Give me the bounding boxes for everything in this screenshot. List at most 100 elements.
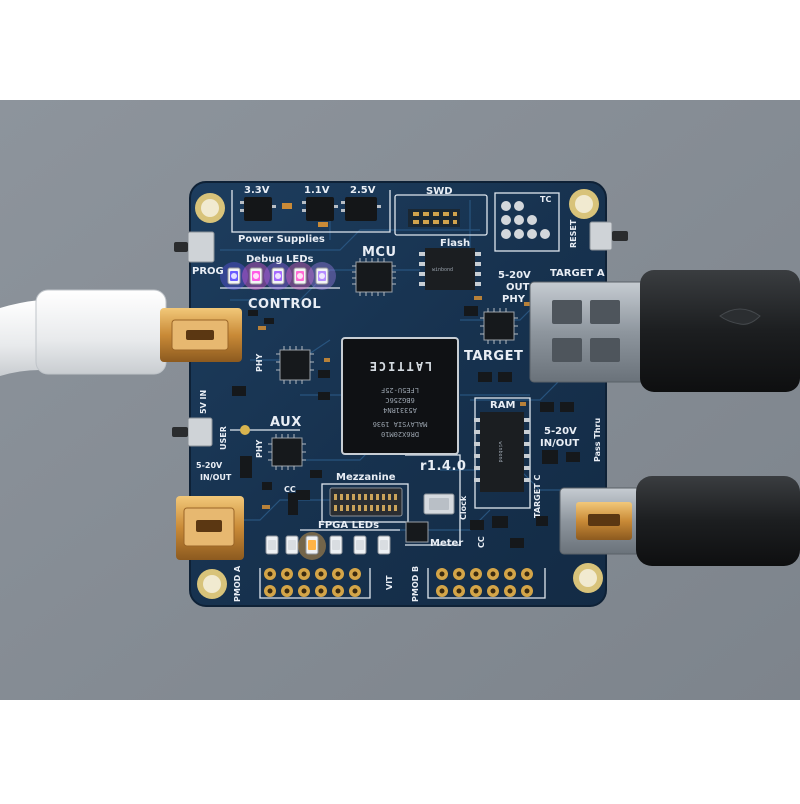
pmod-pin	[332, 568, 344, 580]
label-cc-aux: CC	[284, 485, 296, 494]
fpga-marking-4: 6BG256C	[385, 396, 415, 404]
debug-led	[308, 262, 336, 290]
pmod-pin	[298, 585, 310, 597]
label-swd: SWD	[426, 186, 453, 197]
pmod-pin	[281, 568, 293, 580]
mounting-hole	[195, 189, 603, 599]
power-regulators	[240, 197, 381, 227]
pmod-b-header	[436, 568, 533, 597]
pmod-pin	[453, 585, 465, 597]
label-out: OUT	[506, 282, 530, 293]
pmod-pin	[521, 585, 533, 597]
pmod-pin	[349, 585, 361, 597]
ram-chip: winbond	[474, 412, 530, 492]
pmod-pin	[470, 585, 482, 597]
label-fpga-leds: FPGA LEDs	[318, 520, 379, 531]
fpga-led	[377, 535, 391, 555]
label-phy-target: PHY	[502, 294, 526, 305]
label-reset: RESET	[569, 219, 578, 248]
label-flash: Flash	[440, 238, 470, 249]
pmod-pin	[436, 585, 448, 597]
reset-button[interactable]	[589, 221, 628, 251]
debug-led	[286, 262, 314, 290]
fpga-led	[265, 535, 279, 555]
label-pmod-b: PMOD B	[411, 566, 420, 602]
label-control: CONTROL	[248, 297, 321, 312]
debug-leds	[220, 262, 336, 290]
fpga-marking-3: A5331RN4	[383, 406, 417, 414]
label-cc-target: CC	[477, 536, 486, 548]
fpga-marking-2: MALAYSIA 1936	[373, 420, 428, 428]
label-2v5: 2.5V	[350, 185, 376, 196]
ram-marking: winbond	[497, 441, 503, 462]
flash-marking: winbond	[432, 267, 453, 273]
label-revision: r1.4.0	[420, 459, 466, 474]
label-aux-voltage: 5-20V	[196, 461, 223, 470]
tc-pads	[501, 201, 550, 239]
pmod-pin	[487, 585, 499, 597]
pmod-pin	[436, 568, 448, 580]
label-ram: RAM	[490, 400, 515, 411]
label-inout-voltage: 5-20V	[544, 426, 577, 437]
fpga-led	[298, 532, 326, 560]
label-3v3: 3.3V	[244, 185, 270, 196]
label-prog: PROG	[192, 266, 224, 277]
target-a-usb-cable	[529, 270, 800, 392]
clock-crystal	[423, 493, 455, 515]
target-c-usb-cable	[559, 476, 800, 566]
fpga-marking-5: LFE5U-25F	[381, 386, 419, 394]
pmod-pin	[264, 568, 276, 580]
pmod-a-header	[264, 568, 361, 597]
label-phy-control: PHY	[255, 439, 264, 458]
label-user: USER	[219, 426, 228, 450]
flash-chip: winbond	[419, 248, 481, 290]
control-usb-c-cable	[0, 289, 242, 376]
label-inout: IN/OUT	[540, 438, 579, 449]
swd-header	[408, 209, 460, 227]
label-5v-in: 5V IN	[199, 390, 208, 414]
fpga-leds	[265, 532, 391, 560]
label-phy-aux: PHY	[255, 353, 264, 372]
pmod-pin	[521, 568, 533, 580]
mezzanine-connector	[329, 487, 403, 517]
label-vit: VIT	[385, 575, 394, 590]
fpga-chip: DR6X20M10 MALAYSIA 1936 A5331RN4 6BG256C…	[341, 337, 459, 455]
pmod-pin	[349, 568, 361, 580]
pmod-pin	[470, 568, 482, 580]
label-debug-leds: Debug LEDs	[246, 254, 314, 265]
pmod-pin	[504, 568, 516, 580]
prog-button[interactable]	[174, 231, 215, 263]
fpga-brand: LATTICE	[368, 359, 433, 373]
user-button[interactable]	[172, 417, 213, 447]
fpga-marking-1: DR6X20M10	[381, 430, 419, 438]
label-aux: AUX	[270, 415, 302, 430]
mcu-chip	[352, 258, 396, 296]
fpga-led	[285, 535, 299, 555]
debug-led	[220, 262, 248, 290]
aux-usb-c-port	[176, 496, 244, 560]
meter-chip	[405, 521, 429, 543]
pmod-pin	[315, 568, 327, 580]
label-out-voltage: 5-20V	[498, 270, 531, 281]
pmod-pin	[504, 585, 516, 597]
debug-led	[264, 262, 292, 290]
label-target: TARGET	[464, 349, 523, 364]
pmod-pin	[453, 568, 465, 580]
control-phy-chip	[276, 346, 314, 384]
label-pass-thru: Pass Thru	[593, 418, 602, 462]
aux-phy-chip	[268, 434, 306, 470]
label-aux-inout: IN/OUT	[200, 473, 232, 482]
label-clock: Clock	[459, 495, 468, 520]
pmod-pin	[487, 568, 499, 580]
pmod-pin	[298, 568, 310, 580]
label-target-a: TARGET A	[550, 268, 605, 279]
label-meter: Meter	[430, 538, 463, 549]
pmod-pin	[315, 585, 327, 597]
label-power-supplies: Power Supplies	[238, 234, 325, 245]
debug-led	[242, 262, 270, 290]
pcb-board: winbond	[172, 181, 628, 607]
pmod-pin	[264, 585, 276, 597]
label-1v1: 1.1V	[304, 185, 330, 196]
fpga-led	[353, 535, 367, 555]
